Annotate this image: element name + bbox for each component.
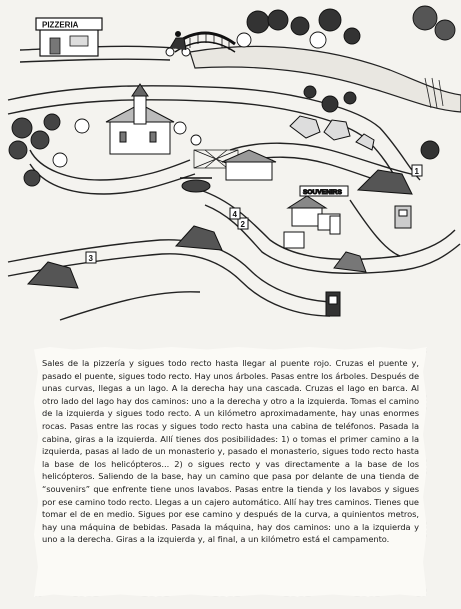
- vending-machine: [325, 291, 341, 317]
- waterfall: [424, 77, 444, 109]
- river: [189, 45, 461, 113]
- treasure-map: PIZZERIA: [7, 5, 461, 321]
- trees: [8, 5, 456, 187]
- story-card: Sales de la pizzería y sigues todo recto…: [34, 347, 427, 597]
- marker-1: 1: [415, 167, 420, 176]
- toilets: [283, 231, 305, 249]
- story-text: Sales de la pizzería y sigues todo recto…: [42, 358, 419, 545]
- pizzeria-building: PIZZERIA: [35, 17, 103, 57]
- atm: [394, 205, 412, 229]
- scooter: [165, 31, 191, 57]
- rocks: [289, 115, 375, 151]
- pizzeria-sign: PIZZERIA: [42, 21, 79, 30]
- marker-2: 2: [241, 220, 246, 229]
- helicopter-base: [180, 149, 277, 193]
- route-markers: 1 2 3 4: [85, 164, 423, 264]
- souvenir-shop: SOUVENIRS: [286, 185, 349, 231]
- marker-3: 3: [89, 254, 94, 263]
- marker-4: 4: [233, 210, 238, 219]
- monastery: [105, 83, 175, 155]
- souvenirs-sign: SOUVENIRS: [303, 189, 342, 196]
- tents: [26, 169, 413, 289]
- phone-booth: [329, 215, 341, 235]
